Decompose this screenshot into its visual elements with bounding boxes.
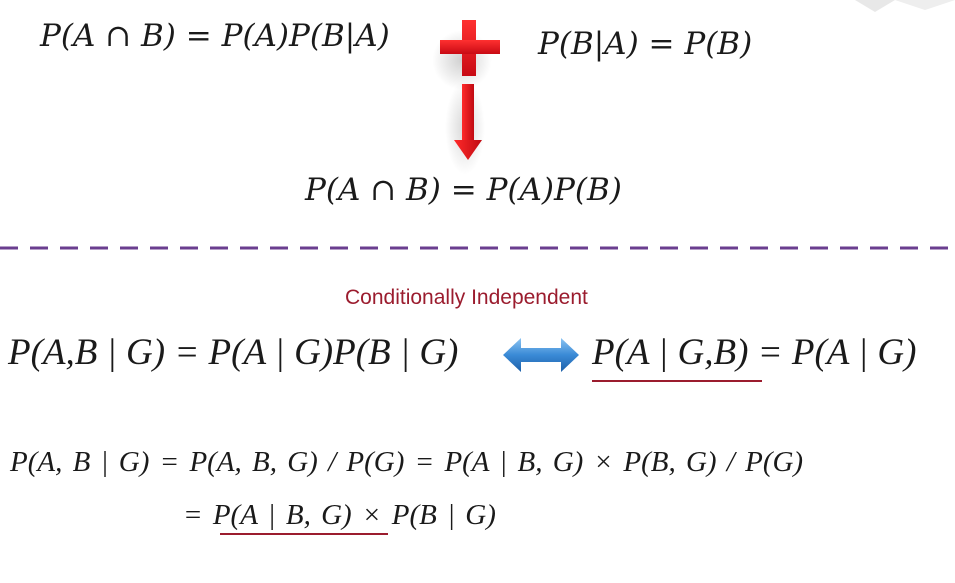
bidirectional-arrow-icon	[503, 338, 579, 372]
down-arrow-icon	[454, 84, 482, 160]
derivation-line-2: = P(A | B, G) × P(B | G)	[183, 499, 496, 531]
section-heading: Conditionally Independent	[345, 286, 588, 309]
derivation-line-1: P(A, B | G) = P(A, B, G) / P(G) = P(A | …	[10, 446, 804, 478]
plus-icon	[440, 20, 500, 76]
equation-product-rule: P(A ∩ B) = P(A)P(B)	[305, 172, 622, 208]
highlight-underline	[592, 380, 762, 382]
dashed-divider	[0, 246, 955, 250]
equation-conditional-equivalent: P(A | G,B) = P(A | G)	[592, 332, 917, 373]
highlight-underline	[220, 533, 388, 535]
equation-independence-condition: P(B|A) = P(B)	[538, 26, 753, 62]
corner-decoration	[855, 0, 955, 12]
equation-conditional-joint: P(A,B | G) = P(A | G)P(B | G)	[8, 332, 459, 373]
equation-joint-probability: P(A ∩ B) = P(A)P(B|A)	[40, 18, 390, 54]
